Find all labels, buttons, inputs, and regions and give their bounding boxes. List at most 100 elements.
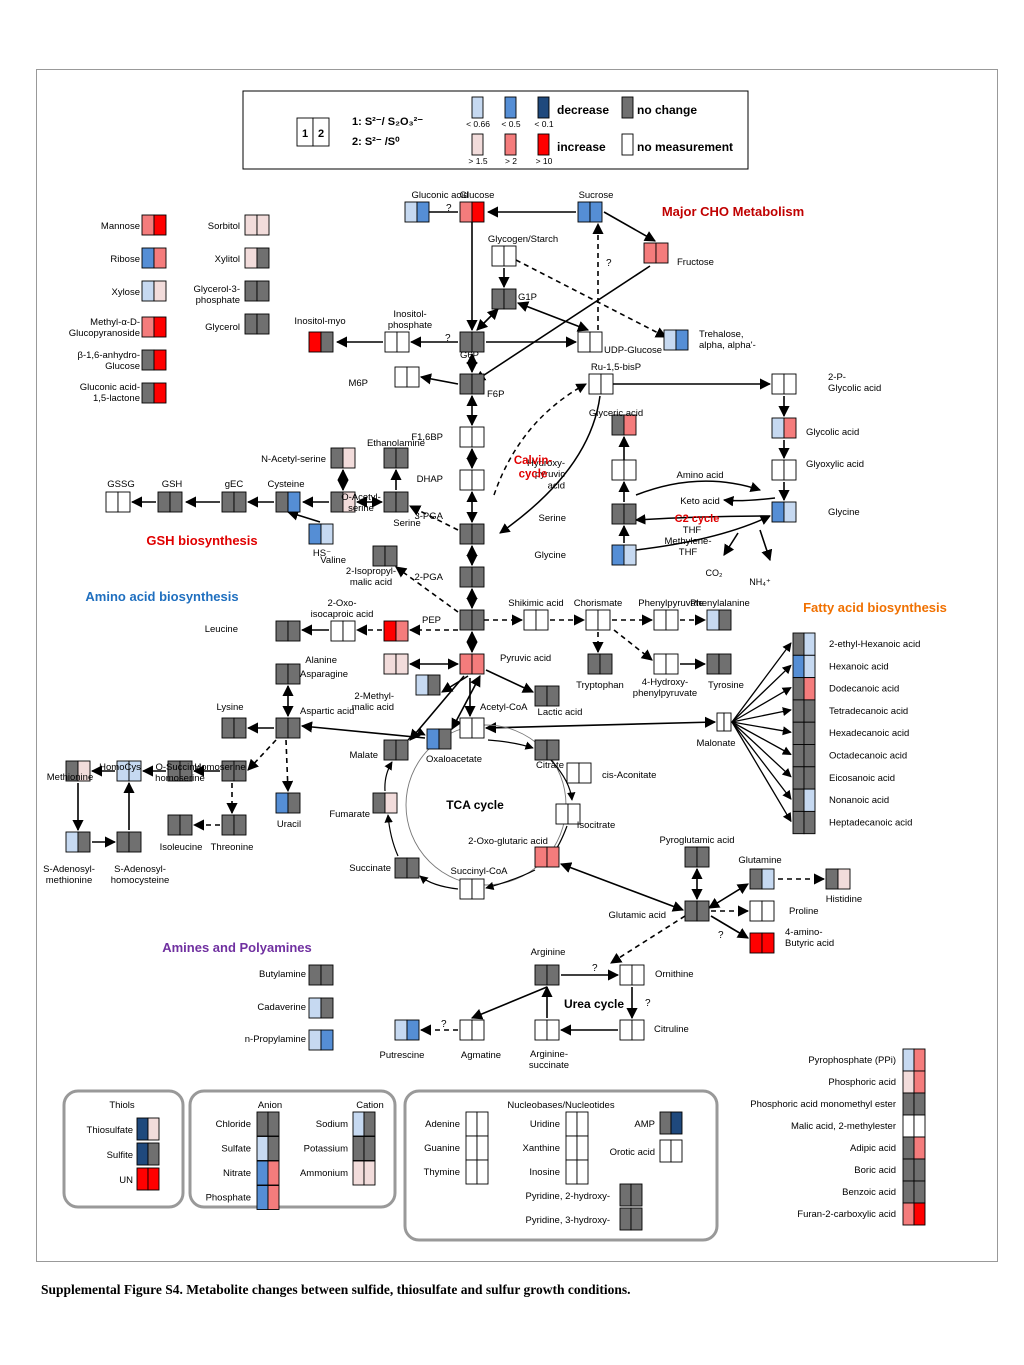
thiol-box-3-half-2 [147,1167,160,1191]
label-line: Calvin- [514,455,553,467]
metabolite-label-glycerol: Glycerol [205,322,240,333]
label-line: Inositol- [393,309,426,320]
metabolite-label-pga2: 2-PGA [414,572,443,583]
label-line: < 0.5 [501,119,520,129]
label-line: Methionine [47,772,93,783]
metabolite-box-serine2-half-1 [611,503,625,525]
label-line: Xylitol [215,254,240,265]
metabolite-box-inositol-myo-half-2 [320,331,334,353]
g1p-to-g6p [476,308,499,331]
metabolite-label-gaba: 4-amino-Butyric acid [785,927,834,949]
label-line: phenylpyruvate [633,688,697,699]
metabolite-box-acetylcoa [459,717,485,739]
metabolite-box-gsh-half-2 [169,491,183,513]
malonate-to-fatty-acid-6 [731,721,792,756]
glycogen-to-trehalose [515,259,667,338]
metabolite-label-valine: Valine [320,555,346,566]
metabolite-box-isoleucine [167,814,193,836]
metabolite-box-f16bp [459,426,485,448]
nucleo-box-10 [619,1207,643,1231]
metabolite-box-p-glycolic [771,373,797,395]
nucleo-box-6-half-2 [576,1159,589,1185]
metabolite-box-lactic-half-2 [546,685,560,707]
metabolite-box-ribose-half-1 [141,247,155,269]
label-line: Arginine [531,947,566,958]
label-line: Heptadecanoic acid [829,817,912,828]
malonate-to-fatty-acid-2 [731,664,792,723]
cation-label-3: Ammonium [300,1168,348,1179]
section-gsh: GSH biosynthesis [146,533,257,548]
legend-swatch-2 [504,96,517,119]
label-line: Nitrate [223,1168,251,1179]
metabolite-label-methionine: Methionine [47,772,93,783]
label-line: Citrate [536,760,564,771]
metabolite-label-cis-aconitate: cis-Aconitate [602,770,656,781]
nucleo-box-9 [619,1183,643,1207]
metabolite-box-dhap [459,469,485,491]
metabolite-box-glutamine [749,868,775,890]
label-line: Xylose [111,287,140,298]
fatty-acid-box-7-half-2 [803,766,816,790]
label-line: 2-P- [828,372,846,383]
nucleo-box-7-half-1 [659,1111,672,1135]
nucleo-label-7: AMP [634,1119,655,1130]
metabolite-box-phenylalanine-half-2 [718,609,732,631]
metabolite-box-phenylalanine [706,609,732,631]
metabolite-box-glycine [771,501,797,523]
metabolite-label-serine2: Serine [539,513,566,524]
legend-box-1-label: 1 [302,128,308,140]
metabolite-label-s-adenosylmethionine: S-Adenosyl-methionine [43,864,95,886]
label-line: Inosine [529,1167,560,1178]
fatty-acid-box-5-half-1 [792,721,805,745]
metabolite-box-glycine2 [611,544,637,566]
label-line: Serine [539,513,566,524]
anion-box-1-half-2 [267,1111,280,1137]
nucleo-label-10: Pyridine, 3-hydroxy- [526,1215,610,1226]
label-line: > 2 [505,156,517,166]
label-line: Isoleucine [160,842,203,853]
metabolite-label-xylose: Xylose [111,287,140,298]
metabolite-box-fumarate-half-1 [372,792,386,814]
nucleo-label-5: Xanthine [522,1143,560,1154]
anion-box-3 [256,1160,280,1186]
section-calvin: Calvin-cycle [514,455,553,481]
label-line: < 0.66 [466,119,490,129]
label-line: Valine [320,555,346,566]
metabolite-box-pyroglutamic [684,846,710,868]
metabolite-box-glycerol3p-half-1 [244,280,258,302]
legend-threshold-4: > 1.5 [468,156,487,166]
legend-no-measurement: no measurement [637,140,733,154]
metabolite-box-oxoglutaric-half-1 [534,846,548,868]
thiol-label-3: UN [119,1175,133,1186]
misc-acid-box-8 [902,1202,926,1226]
chorismate-to-hpp [613,629,653,661]
label-line: Benzoic acid [842,1187,896,1198]
pyruvic-to-oaa [451,675,481,730]
metabolite-box-serine [383,491,409,513]
fatty-acid-box-9 [792,810,816,835]
misc-acid-box-1 [902,1048,926,1072]
metabolite-label-histidine: Histidine [826,894,862,905]
malonate-to-fatty-acid-8 [731,721,792,800]
misc-acid-label-7: Benzoic acid [842,1187,896,1198]
metabolite-box-malonate-half-2 [723,712,732,732]
pathway-arrows [72,206,826,1036]
label-line: phosphate [196,295,240,306]
misc-acid-box-5-half-2 [913,1136,926,1160]
legend-condition-2: 2: S²⁻ /S⁰ [352,136,400,148]
nucleo-box-7 [659,1111,683,1135]
anion-box-2-half-1 [256,1136,269,1161]
metabolite-label-fructose: Fructose [677,257,714,268]
label-line: > 10 [536,156,553,166]
fatty-acid-label-1: 2-ethyl-Hexanoic acid [829,639,920,650]
label-line: THF [679,547,698,558]
metabolite-box-gluconolactone-half-1 [141,382,155,404]
metabolite-box-hydroxypyruvic-half-2 [623,459,637,481]
nucleo-box-4 [565,1111,589,1137]
metabolite-box-acetylcoa-half-2 [471,717,485,739]
label-line: Putrescine [380,1050,425,1061]
metabolite-box-malate [383,739,409,761]
cation-box-3-half-2 [363,1160,376,1186]
metabolite-box-histidine-half-1 [825,868,839,890]
metabolite-box-fructose-half-1 [643,242,657,264]
